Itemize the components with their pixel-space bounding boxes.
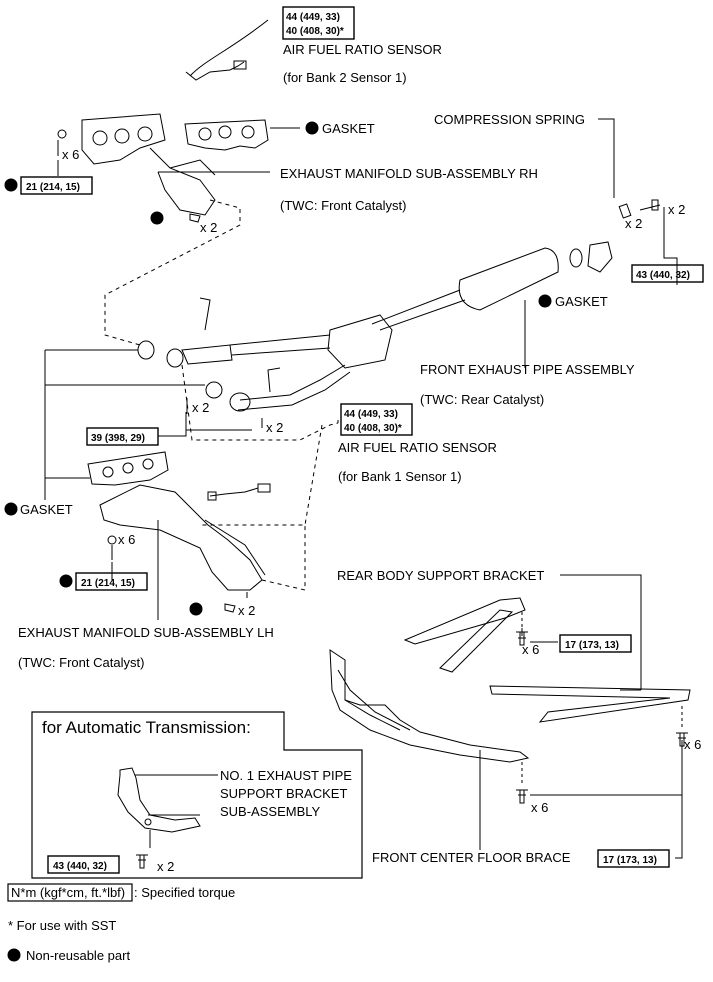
front-center-floor-brace-part	[329, 649, 530, 763]
torque-box-sensor-b2	[282, 6, 355, 40]
label-gasket-left: GASKET	[20, 502, 73, 517]
qty-pipe-joint-left: x 2	[192, 400, 209, 415]
qty-bracket-rear: x 6	[522, 642, 539, 657]
qty-spring-bolt: x 2	[668, 202, 685, 217]
flange-right-part	[569, 241, 613, 273]
qty-bracket-side: x 6	[684, 737, 701, 752]
qty-spring: x 2	[625, 216, 642, 231]
label-af-sensor-bank1-sub: (for Bank 1 Sensor 1)	[338, 469, 462, 484]
label-gasket-right: GASKET	[555, 294, 608, 309]
af-sensor-bank2-part	[185, 19, 269, 81]
qty-manifold-lh: x 6	[118, 532, 135, 547]
torque-box-auto-bracket	[47, 855, 120, 874]
label-af-sensor-bank2: AIR FUEL RATIO SENSOR	[283, 42, 442, 57]
qty-manifold-rh: x 6	[62, 147, 79, 162]
legend-torque-text: : Specified torque	[134, 885, 235, 900]
torque-sensor-b2-line2: 40 (408, 30)*	[286, 26, 344, 37]
label-floor-brace: FRONT CENTER FLOOR BRACE	[372, 850, 571, 865]
label-compression-spring: COMPRESSION SPRING	[434, 112, 585, 127]
torque-manifold-lh: 21 (214, 15)	[81, 578, 135, 589]
torque-box-manifold-lh	[75, 572, 148, 591]
torque-bracket-rear: 17 (173, 13)	[565, 640, 619, 651]
qty-pipe-joint-right: x 2	[266, 420, 283, 435]
label-support-bracket-3: SUB-ASSEMBLY	[220, 804, 321, 819]
label-manifold-lh: EXHAUST MANIFOLD SUB-ASSEMBLY LH	[18, 625, 274, 640]
legend-sst-note: * For use with SST	[8, 918, 116, 933]
label-manifold-rh-sub: (TWC: Front Catalyst)	[280, 198, 406, 213]
legend-torque-box	[7, 883, 133, 902]
label-gasket-top: GASKET	[322, 121, 375, 136]
front-exhaust-pipe-part	[181, 247, 559, 412]
torque-pipe-joint: 39 (398, 29)	[91, 433, 145, 444]
label-support-bracket-1: NO. 1 EXHAUST PIPE	[220, 768, 352, 783]
label-af-sensor-bank2-sub: (for Bank 2 Sensor 1)	[283, 70, 407, 85]
exhaust-manifold-lh-part	[99, 484, 266, 591]
qty-manifold-lh-nuts: x 2	[238, 603, 255, 618]
auto-trans-box	[31, 711, 363, 879]
torque-spring-bolt: 43 (440, 32)	[636, 270, 690, 281]
exhaust-manifold-rh-part	[57, 113, 216, 216]
label-manifold-rh: EXHAUST MANIFOLD SUB-ASSEMBLY RH	[280, 166, 538, 181]
torque-auto-bracket: 43 (440, 32)	[53, 861, 107, 872]
qty-auto-bracket: x 2	[157, 859, 174, 874]
gasket-rh-part	[184, 119, 269, 151]
torque-floor-brace: 17 (173, 13)	[603, 855, 657, 866]
af-sensor-bank1-part	[207, 483, 271, 501]
rear-body-support-bracket-part	[403, 597, 691, 723]
label-front-pipe-sub: (TWC: Rear Catalyst)	[420, 392, 544, 407]
exhaust-pipe-support-bracket-part	[117, 767, 201, 833]
label-rear-bracket: REAR BODY SUPPORT BRACKET	[337, 568, 544, 583]
torque-box-manifold-rh	[20, 176, 93, 195]
torque-sensor-b1-line2: 40 (408, 30)*	[344, 423, 402, 434]
label-support-bracket-2: SUPPORT BRACKET	[220, 786, 347, 801]
torque-box-spring-bolt	[631, 264, 704, 283]
label-af-sensor-bank1: AIR FUEL RATIO SENSOR	[338, 440, 497, 455]
qty-floor-brace: x 6	[531, 800, 548, 815]
label-front-pipe: FRONT EXHAUST PIPE ASSEMBLY	[420, 362, 635, 377]
gasket-left-upper	[137, 340, 184, 368]
legend-torque-label: N*m (kgf*cm, ft.*lbf)	[11, 885, 125, 900]
torque-box-bracket-rear	[559, 634, 632, 653]
torque-box-pipe-joint	[86, 427, 159, 446]
auto-trans-title: for Automatic Transmission:	[42, 718, 251, 737]
legend-non-reusable: Non-reusable part	[26, 948, 130, 963]
gasket-lh-part	[87, 451, 169, 486]
torque-sensor-b2-line1: 44 (449, 33)	[286, 12, 340, 23]
torque-box-floor-brace	[597, 849, 670, 868]
torque-manifold-rh: 21 (214, 15)	[26, 182, 80, 193]
torque-box-sensor-b1	[340, 403, 413, 436]
gasket-left-lower	[205, 381, 223, 399]
torque-sensor-b1-line1: 44 (449, 33)	[344, 409, 398, 420]
label-manifold-lh-sub: (TWC: Front Catalyst)	[18, 655, 144, 670]
qty-manifold-rh-nuts: x 2	[200, 220, 217, 235]
